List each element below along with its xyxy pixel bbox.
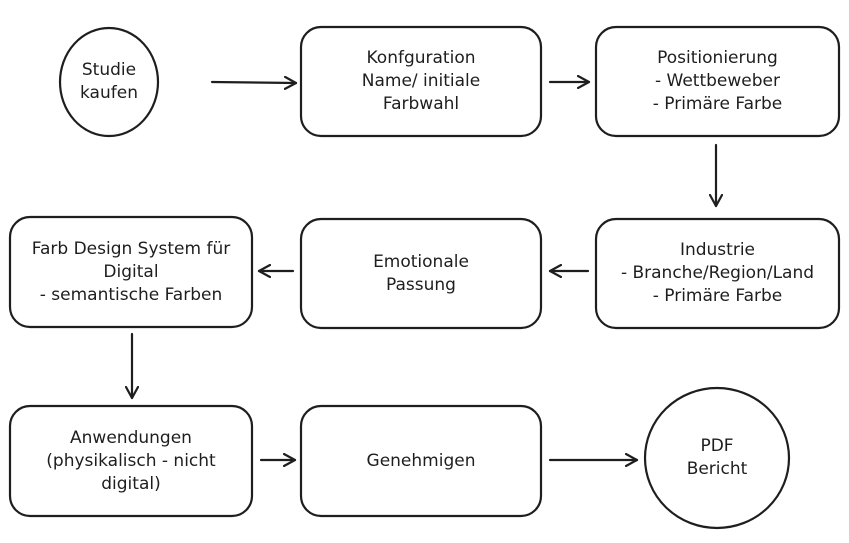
- node-konfiguration-label: Konfguration Name/ initiale Farbwahl: [361, 48, 481, 114]
- node-emotionale-passung-shape: [299, 217, 543, 330]
- node-pdf-bericht-label: PDF Bericht: [686, 436, 748, 479]
- node-positionierung-shape: [594, 25, 841, 138]
- node-farb-design-system-label: Farb Design System für Digital - semanti…: [31, 238, 231, 305]
- node-industrie-label: Industrie - Branche/Region/Land - Primär…: [620, 240, 815, 306]
- node-anwendungen-label: Anwendungen (physikalisch - nicht digita…: [46, 427, 216, 494]
- node-positionierung-label: Positionierung - Wettbeweber - Primäre F…: [652, 48, 783, 114]
- node-anwendungen-shape: [8, 404, 254, 518]
- node-pdf-bericht-shape: [643, 386, 791, 530]
- node-studie-kaufen-label: Studie kaufen: [80, 60, 138, 103]
- node-studie-kaufen-shape: [58, 26, 160, 138]
- node-genehmigen-shape: [299, 404, 543, 518]
- node-konfiguration-shape: [299, 25, 543, 138]
- node-industrie-shape: [594, 217, 841, 330]
- arrow-studie-to-konfiguration: [210, 82, 298, 83]
- node-emotionale-passung-label: Emotionale Passung: [373, 251, 469, 295]
- node-genehmigen-label: Genehmigen: [366, 450, 476, 471]
- node-farb-design-system-shape: [8, 215, 254, 329]
